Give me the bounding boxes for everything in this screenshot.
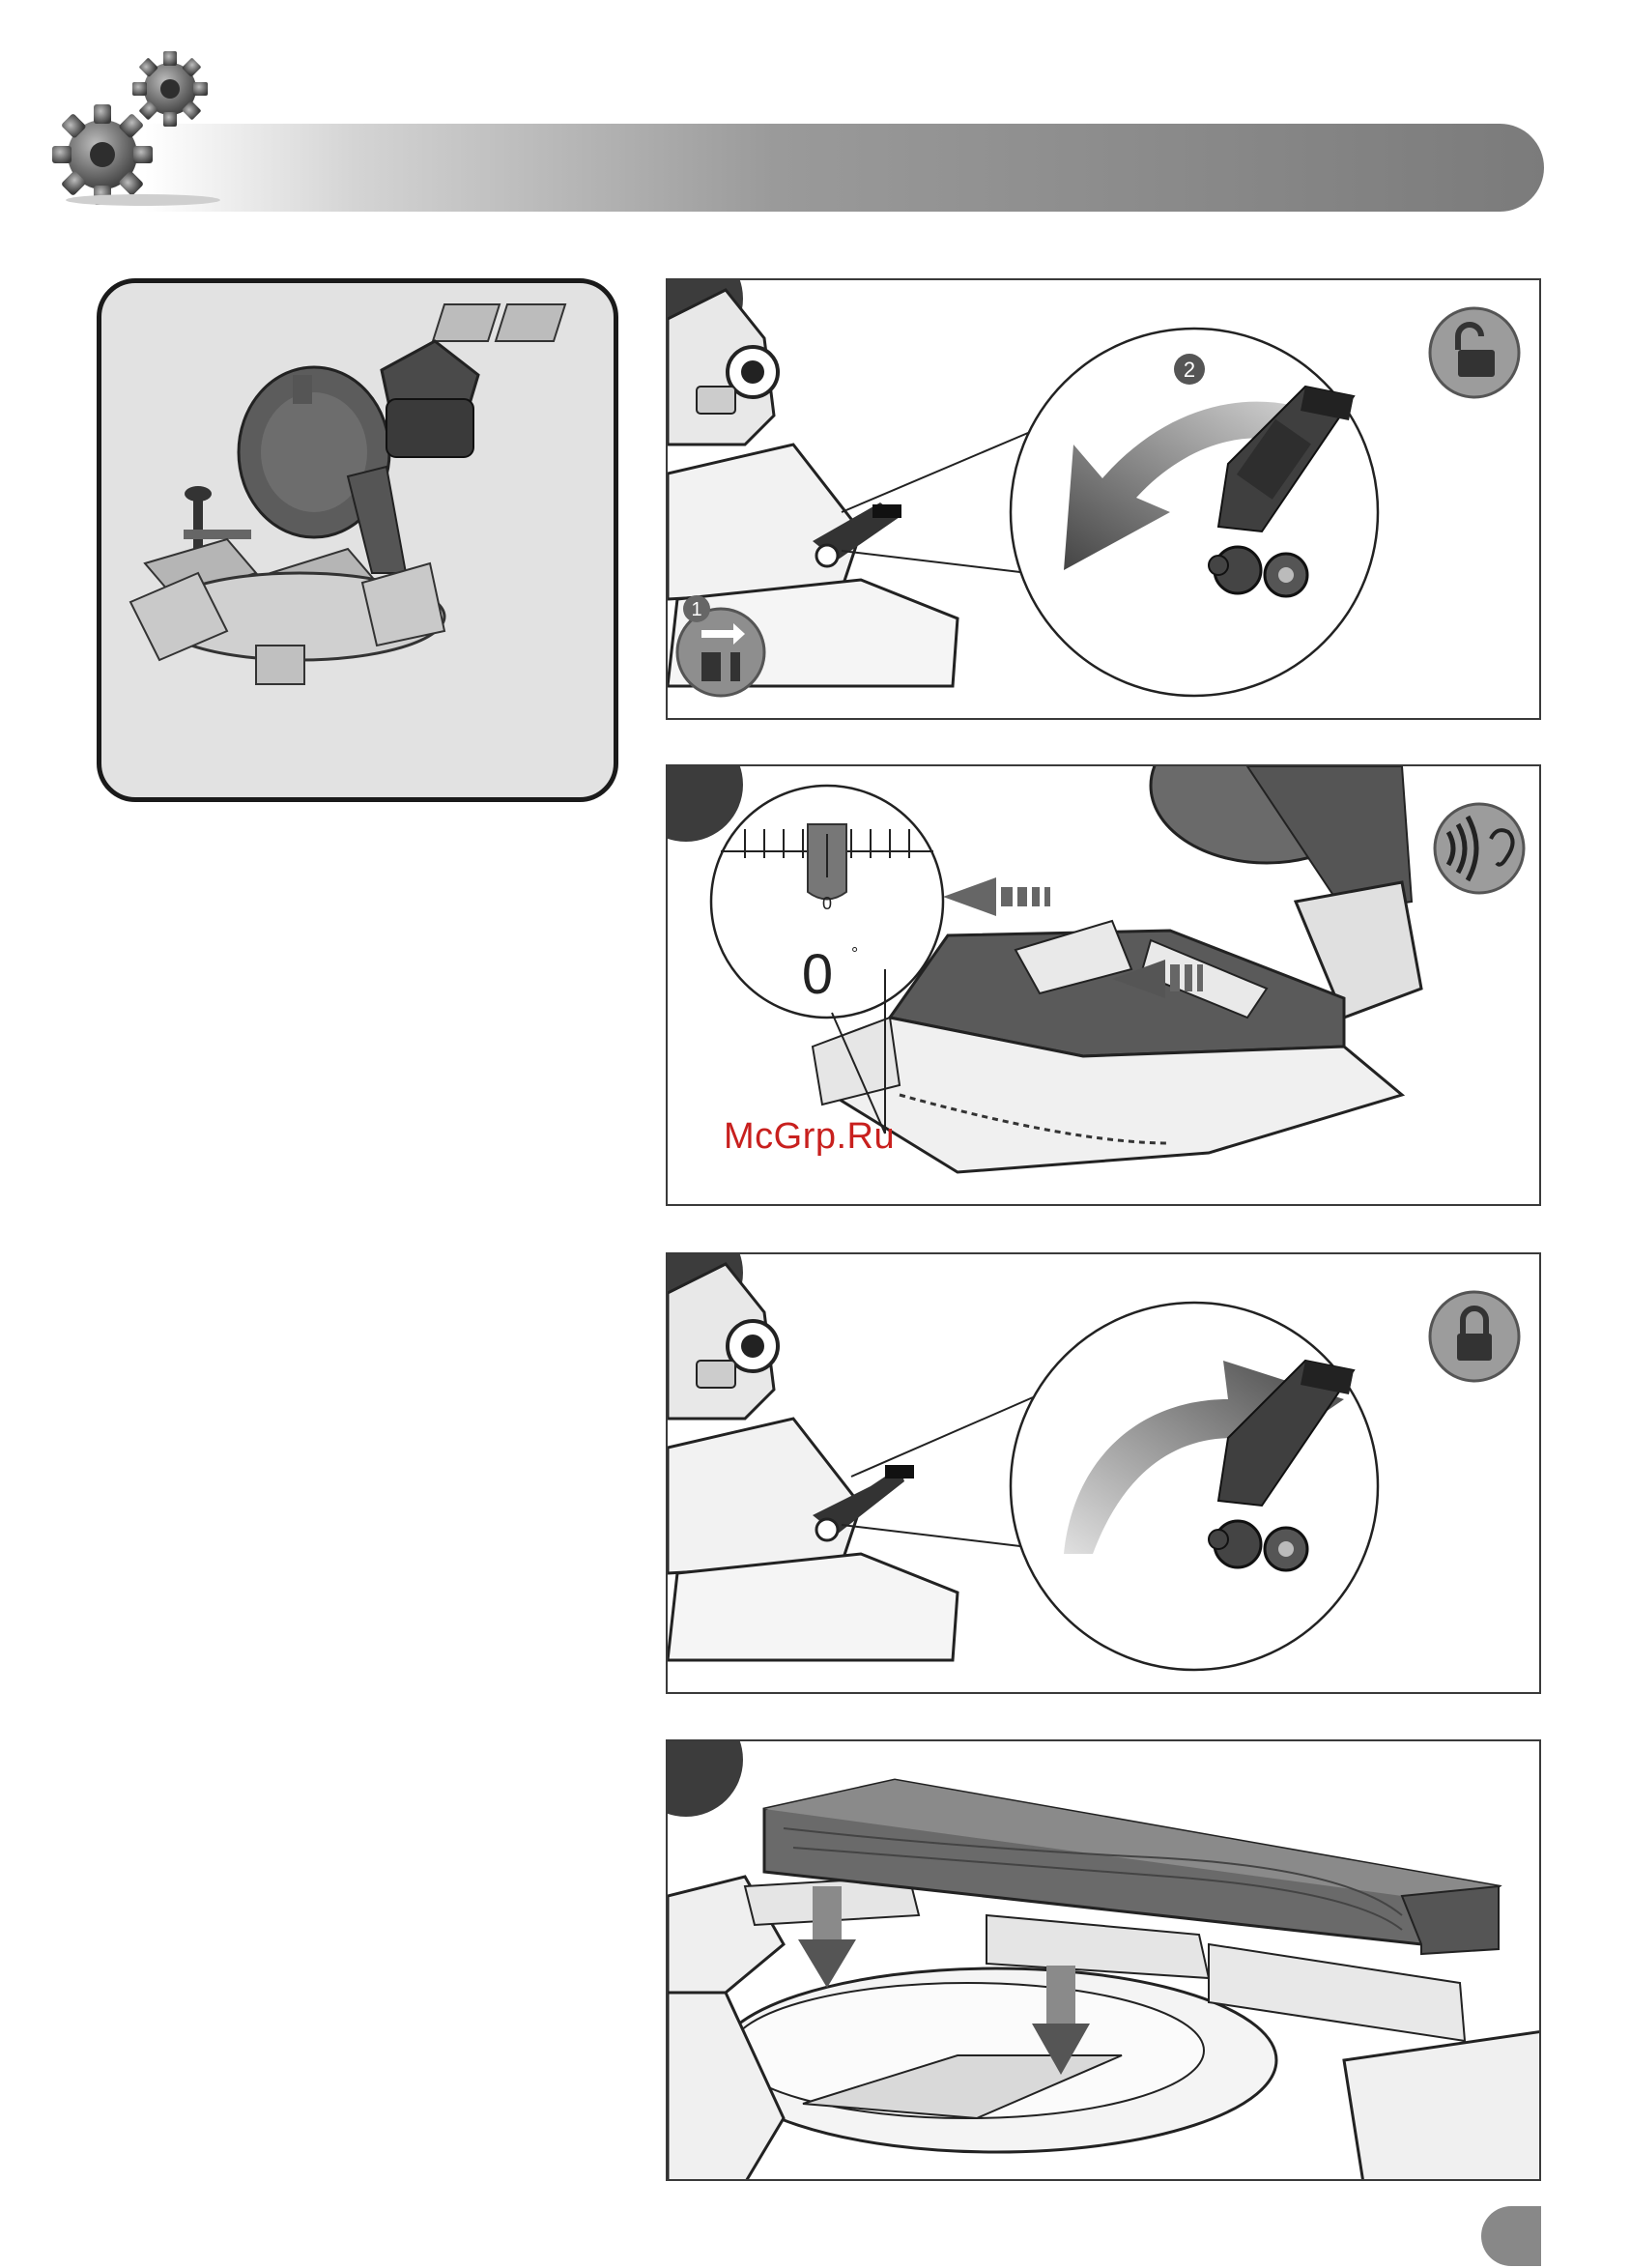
zoom-circle — [1011, 1303, 1378, 1670]
angle-value: 0 — [802, 943, 833, 1006]
step-panel-lock — [666, 1252, 1541, 1694]
adjust-icon — [677, 609, 764, 696]
saw-detail-illustration — [668, 1264, 958, 1660]
wood-pieces-icon — [433, 304, 565, 341]
lock-icon — [1430, 1292, 1519, 1381]
header-bar — [145, 124, 1544, 212]
step-panel-workpiece — [666, 1739, 1541, 2181]
step-panel-unlock: 2 1 — [666, 278, 1541, 720]
watermark: McGrp.Ru — [724, 1116, 895, 1158]
step-badge-1-label: 1 — [691, 599, 701, 620]
scale-zero-label: 0 — [822, 894, 832, 913]
click-sound-icon — [1435, 804, 1524, 893]
gears-icon — [46, 41, 220, 210]
saw-overview-illustration — [97, 278, 618, 802]
degree-symbol: ° — [851, 944, 858, 963]
step-badge-2-label: 2 — [1184, 358, 1195, 382]
unlock-icon — [1430, 308, 1519, 397]
page-tab — [1481, 2206, 1541, 2266]
